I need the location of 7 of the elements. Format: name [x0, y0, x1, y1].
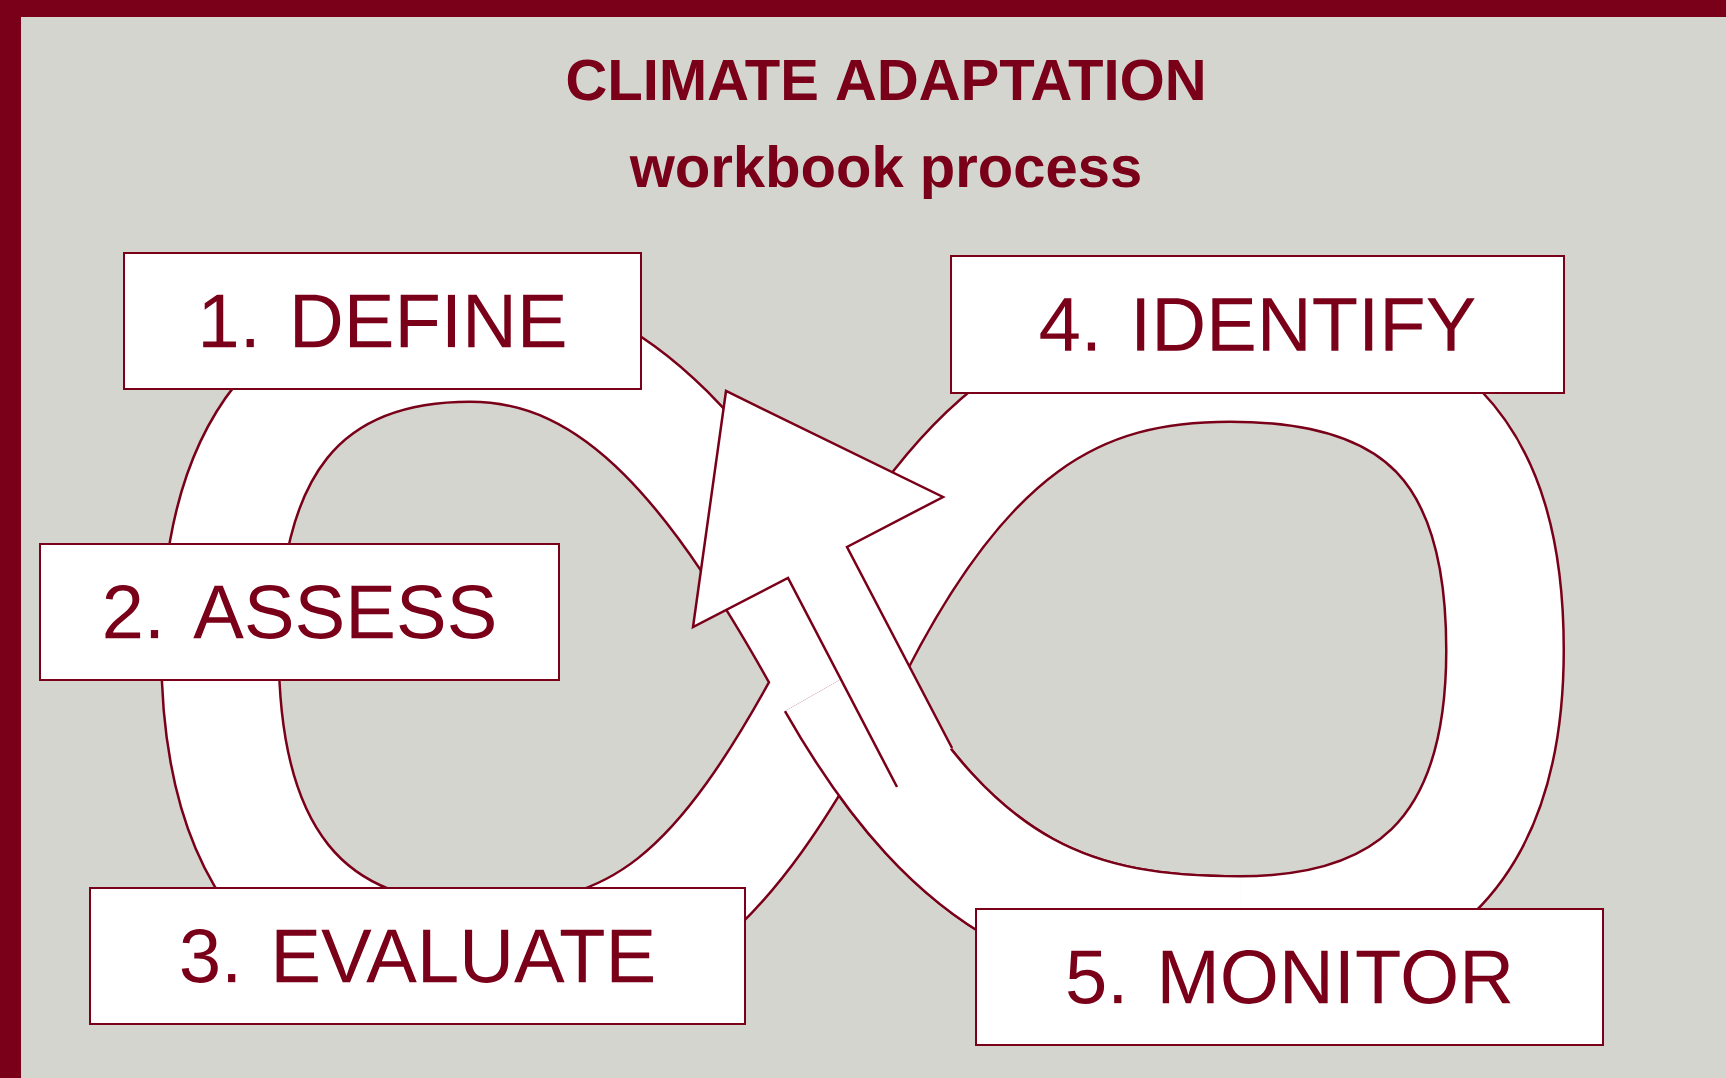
subtitle: workbook process: [629, 144, 1140, 199]
step-box: 5. MONITOR: [975, 908, 1604, 1046]
title: CLIMATE ADAPTATION: [567, 59, 1203, 101]
step-box: 2. ASSESS: [39, 543, 560, 681]
step-box: 3. EVALUATE: [89, 887, 746, 1025]
step-box: 4. IDENTIFY: [950, 255, 1565, 394]
step-box: 1. DEFINE: [123, 252, 642, 390]
